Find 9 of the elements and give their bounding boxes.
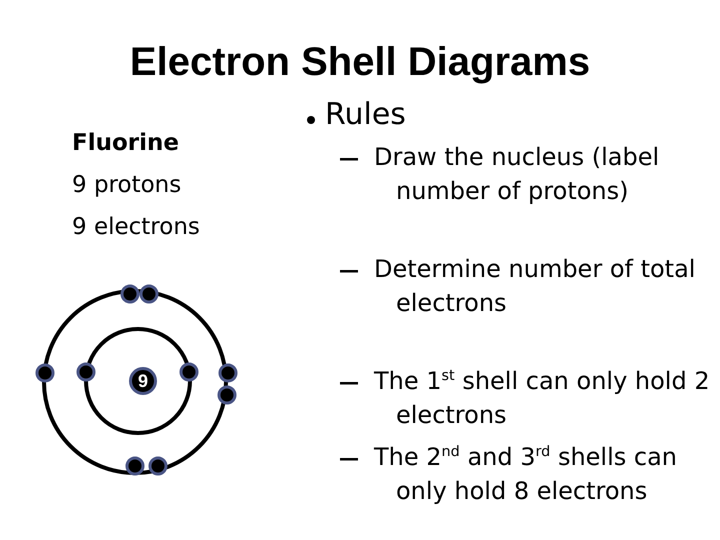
- nucleus-circle: 9: [129, 367, 157, 395]
- rule-text: Draw the nucleus (label number of protons): [374, 142, 660, 207]
- list-heading: Rules: [325, 98, 407, 132]
- rule-text: The 2$^{nd}$ and 3$^{rd}$ shells can only hold 8 electrons: [374, 442, 678, 507]
- electron-count: 9 electrons: [72, 213, 201, 242]
- element-name: Fluorine: [72, 129, 180, 158]
- proton-count: 9 protons: [72, 171, 182, 200]
- rule-text: Determine number of total electrons: [374, 254, 696, 319]
- slide-title: Electron Shell Diagrams: [128, 40, 592, 85]
